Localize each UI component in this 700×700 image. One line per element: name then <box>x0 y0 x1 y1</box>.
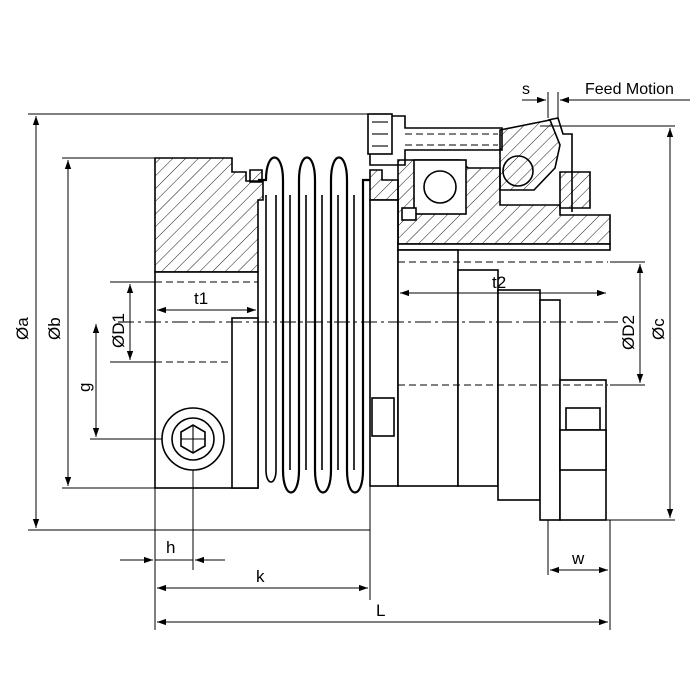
label-a: Øa <box>13 317 32 340</box>
right-assembly <box>367 113 611 521</box>
label-b: Øb <box>45 317 64 340</box>
label-feed-motion: Feed Motion <box>585 81 674 98</box>
label-L: L <box>376 601 385 620</box>
label-k: k <box>256 567 265 586</box>
clamp-screw <box>161 407 225 471</box>
label-h: h <box>166 538 175 557</box>
label-s: s <box>522 81 530 98</box>
bellows <box>249 156 370 494</box>
label-D1: ØD1 <box>109 313 128 348</box>
label-w: w <box>571 549 585 568</box>
left-hub <box>154 157 264 489</box>
label-c: Øc <box>649 318 668 340</box>
label-t2: t2 <box>492 273 506 292</box>
extension-lines <box>28 92 675 630</box>
label-D2: ØD2 <box>619 315 638 350</box>
label-t1: t1 <box>194 289 208 308</box>
label-g: g <box>75 383 94 392</box>
